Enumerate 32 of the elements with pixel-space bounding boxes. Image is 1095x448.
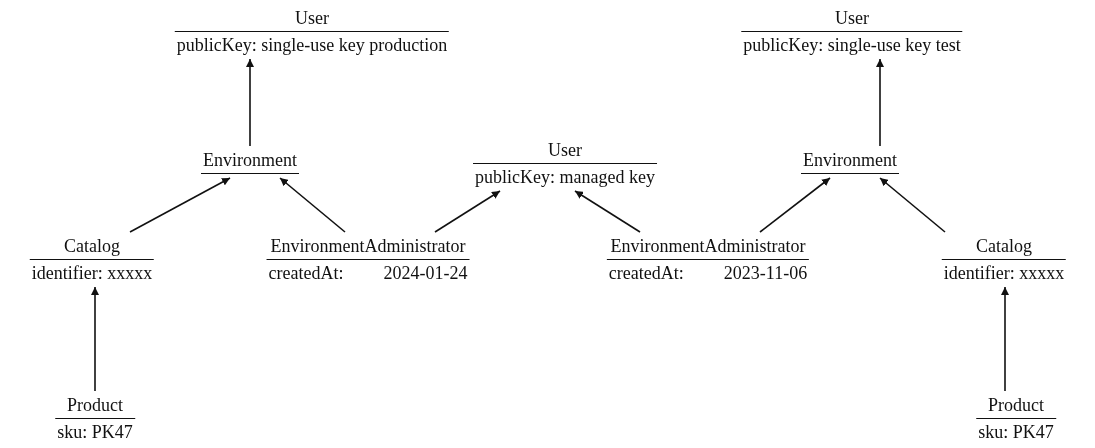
- object-name: EnvironmentAdministrator: [606, 236, 810, 260]
- attribute-text: createdAt:: [608, 263, 684, 283]
- attribute-text: identifier: xxxxx: [31, 263, 153, 283]
- object-name: EnvironmentAdministrator: [266, 236, 470, 260]
- object-name: Environment: [801, 150, 899, 174]
- arrow: [129, 177, 231, 233]
- attribute-text: sku: PK47: [57, 422, 133, 442]
- arrow: [1001, 286, 1009, 392]
- object-name: Catalog: [941, 236, 1067, 260]
- arrow: [876, 58, 884, 147]
- object-name: Catalog: [29, 236, 155, 260]
- arrow: [246, 58, 254, 147]
- arrow: [434, 190, 501, 233]
- object-name: Environment: [201, 150, 299, 174]
- arrow: [879, 177, 946, 233]
- object-name: User: [741, 8, 963, 32]
- attribute-text: 2023-11-06: [723, 263, 808, 283]
- attribute-text: publicKey: single-use key test: [743, 35, 961, 55]
- attribute-text: publicKey: single-use key production: [176, 35, 448, 55]
- arrow: [574, 190, 641, 233]
- arrow: [279, 177, 346, 233]
- arrow: [91, 286, 99, 392]
- object-name: Product: [976, 395, 1056, 419]
- attribute-text: createdAt:: [268, 263, 344, 283]
- attribute-text: identifier: xxxxx: [943, 263, 1065, 283]
- object-name: User: [174, 8, 450, 32]
- object-name: Product: [55, 395, 135, 419]
- attribute-text: publicKey: managed key: [475, 167, 655, 187]
- object-name: User: [473, 140, 657, 164]
- attribute-text: 2024-01-24: [383, 263, 468, 283]
- attribute-text: sku: PK47: [978, 422, 1054, 442]
- arrow: [759, 177, 831, 233]
